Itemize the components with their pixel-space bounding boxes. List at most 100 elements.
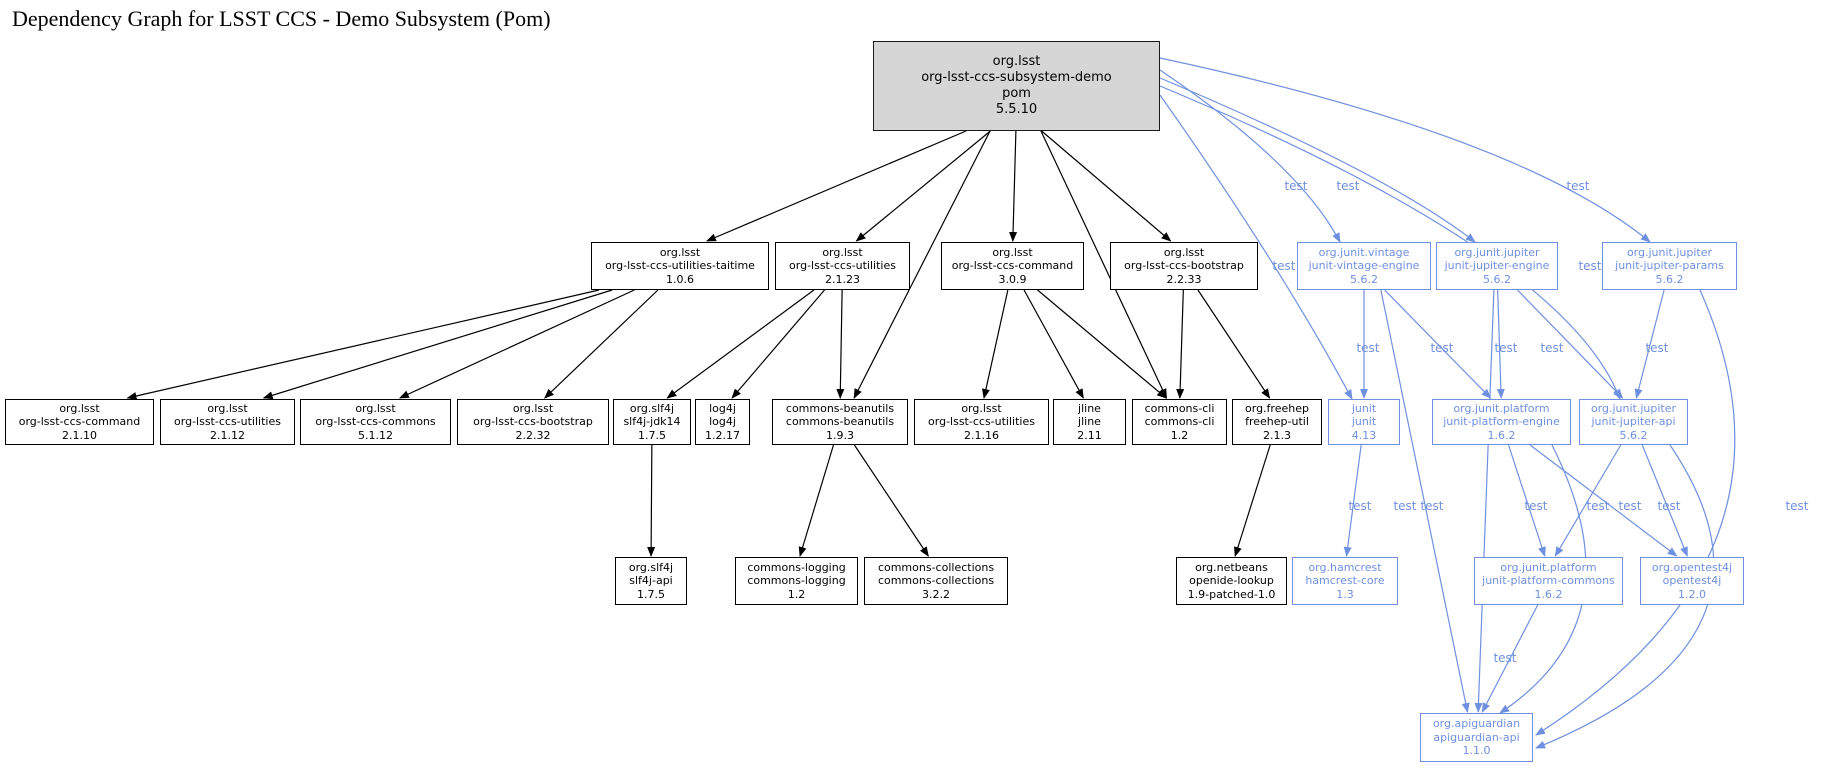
node-label-line: org.junit.jupiter — [1590, 401, 1677, 415]
edge-jupiterengine-apiguardian — [1474, 289, 1495, 713]
edge-taitime-command2110 — [126, 289, 600, 400]
node-label-line: org.opentest4j — [1651, 560, 1733, 574]
node-label-line: 2.11 — [1077, 428, 1102, 442]
edge-root-vintageengine — [1159, 69, 1341, 243]
edge-jupiterapi-platformcommons — [1554, 444, 1622, 557]
node-label-line: hamcrest-core — [1305, 574, 1385, 588]
edge-scope-label: test — [1524, 499, 1547, 513]
edge-jupiterapi-apiguardian — [1535, 444, 1715, 749]
edge-scope-label: test — [1657, 499, 1680, 513]
edge-root-jupiterengine — [1159, 77, 1476, 243]
edge-scope-label: test — [1586, 499, 1609, 513]
node-label-line: 2.1.16 — [964, 428, 999, 442]
edge-junit-hamcrest — [1343, 444, 1362, 557]
node-label-line: org.lsst — [1163, 245, 1205, 259]
node-label-line: org-lsst-ccs-utilities — [174, 415, 281, 429]
edge-root-taitime — [705, 130, 967, 242]
node-label-line: slf4j-jdk14 — [623, 415, 681, 429]
edge-root-bootstrap2233 — [1041, 130, 1172, 242]
edge-scope-label: test — [1393, 499, 1416, 513]
node-label-line: 1.9.3 — [826, 428, 854, 442]
node-label-line: commons-beanutils — [785, 401, 895, 415]
node-label-line: 2.2.32 — [515, 428, 551, 442]
node-label-line: org.slf4j — [628, 560, 674, 574]
node-label-line: org.lsst — [961, 401, 1002, 415]
edge-jupiterparams-jupiterapi — [1634, 289, 1665, 399]
node-label-line: jline — [1078, 415, 1101, 429]
node-label-line: 1.7.5 — [637, 587, 665, 601]
node-label-line: commons-logging — [747, 574, 846, 588]
node-label-line: org.lsst — [659, 245, 701, 259]
node-label-line: 2.1.23 — [825, 272, 860, 286]
edge-jupiterapi-opentest4j — [1641, 444, 1688, 557]
node-label-line: junit-platform-engine — [1443, 415, 1560, 429]
edge-root-commonscli — [1040, 130, 1168, 399]
node-label-line: freehep-util — [1245, 415, 1309, 429]
edge-command309-utilities2116 — [982, 289, 1009, 399]
node-label-line: 5.5.10 — [995, 101, 1038, 117]
edge-scope-label: test — [1348, 499, 1371, 513]
node-label-line: org.lsst — [992, 54, 1041, 70]
node-label-line: commons-cli — [1144, 401, 1215, 415]
node-label-line: org-lsst-ccs-utilities-taitime — [605, 259, 755, 273]
node-label-line: commons-collections — [877, 574, 995, 588]
node-label-line: org.junit.platform — [1500, 560, 1597, 574]
node-label-line: org.lsst — [992, 245, 1033, 259]
edge-paths — [126, 57, 1736, 749]
node-label-line: 1.9-patched-1.0 — [1187, 587, 1276, 601]
node-label-line: org.freehep — [1245, 401, 1309, 415]
edge-bootstrap2233-commonscli — [1176, 289, 1185, 399]
node-label-line: commons-beanutils — [785, 415, 895, 429]
node-label-line: 1.3 — [1336, 587, 1354, 601]
node-label-line: opentest4j — [1662, 574, 1722, 588]
node-label-line: apiguardian-api — [1433, 730, 1520, 744]
edge-scope-label: test — [1336, 179, 1359, 193]
node-label-line: org.hamcrest — [1308, 560, 1382, 574]
edge-taitime-bootstrap2232 — [544, 289, 659, 399]
node-label-line: 2.1.10 — [62, 428, 97, 442]
edge-scope-label: test — [1420, 499, 1443, 513]
node-label-line: 1.1.0 — [1462, 744, 1491, 758]
node-label-line: org.lsst — [512, 401, 554, 415]
node-label-line: junit — [1351, 415, 1377, 429]
node-label-line: 1.6.2 — [1487, 428, 1516, 442]
edge-root-junit — [1159, 94, 1353, 400]
node-label-line: org-lsst-ccs-command — [18, 415, 141, 429]
edge-platformcommons-apiguardian — [1481, 604, 1539, 713]
edge-scope-label: test — [1272, 259, 1295, 273]
node-label-line: junit — [1351, 401, 1377, 415]
node-label-line: 5.6.2 — [1483, 272, 1511, 286]
node-label-line: 1.2.0 — [1678, 587, 1706, 601]
edge-scope-label: test — [1493, 651, 1516, 665]
node-label-line: org.junit.jupiter — [1626, 245, 1713, 259]
node-label-line: 5.6.2 — [1619, 428, 1648, 442]
node-label-line: junit-jupiter-api — [1591, 415, 1676, 429]
node-label-line: org.lsst — [355, 401, 396, 415]
node-label-line: log4j — [709, 415, 736, 429]
edge-scope-label: test — [1356, 341, 1379, 355]
edge-scope-label: test — [1618, 499, 1641, 513]
edge-beanutils-commonslogging — [798, 444, 835, 557]
node-label-line: jline — [1078, 401, 1101, 415]
node-label-line: org.apiguardian — [1432, 717, 1521, 731]
edge-command309-commonscli — [1037, 289, 1167, 399]
node-label-line: org.junit.jupiter — [1454, 245, 1540, 259]
